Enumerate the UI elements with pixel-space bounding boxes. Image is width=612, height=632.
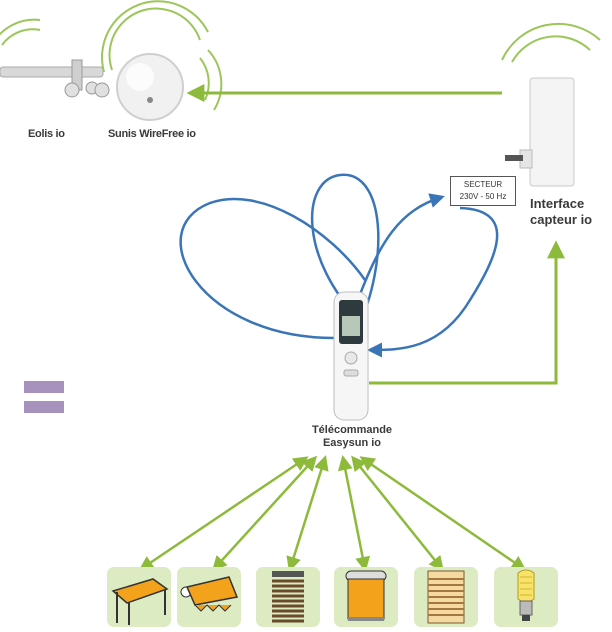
remote-label: Télécommande Easysun io: [300, 424, 404, 450]
secteur-line2: 230V - 50 Hz: [459, 192, 507, 201]
remote-label-line2: Easysun io: [322, 437, 382, 449]
secteur-box: SECTEUR 230V - 50 Hz: [450, 176, 516, 206]
actuator-tile-exterior-blind: [414, 567, 478, 627]
actuator-tile-awning-canopy: [177, 567, 241, 627]
sunis-label: Sunis WireFree io: [108, 128, 196, 140]
secteur-line1: SECTEUR: [463, 180, 503, 189]
remote-label-line1: Télécommande: [311, 424, 393, 436]
sunis-sensor-icon: [116, 53, 184, 121]
roller-blind-icon: [345, 570, 387, 621]
venetian-blind-icon: [272, 571, 304, 623]
exterior-blind-icon: [427, 570, 465, 624]
interface-radio-waves: [501, 22, 601, 63]
eolis-label: Eolis io: [28, 128, 65, 140]
radio-loops: [179, 173, 499, 358]
pergola-awning-icon: [111, 578, 169, 625]
links-remote-actuators: [138, 455, 527, 572]
interface-device-icon: [505, 77, 575, 187]
link-remote-interface: [369, 240, 565, 385]
actuator-tile-venetian-blind: [256, 567, 320, 627]
actuator-tile-awning-pergola: [107, 567, 171, 627]
interface-label-line1: Interface: [530, 196, 585, 211]
canopy-awning-icon: [180, 576, 239, 612]
remote-control-icon: [333, 291, 369, 421]
eolis-sensor-icon: [0, 59, 110, 98]
interface-label-line2: capteur io: [530, 212, 593, 227]
sunis-radio-waves: [101, 0, 223, 111]
equals-bar-top: [24, 381, 64, 393]
actuator-tile-light-bulb: [494, 567, 558, 627]
eolis-radio-waves: [0, 18, 41, 46]
equals-bar-bottom: [24, 401, 64, 413]
actuator-tile-roller-blind: [334, 567, 398, 627]
light-bulb-icon: [517, 569, 535, 621]
interface-label: Interface capteur io: [530, 196, 592, 228]
